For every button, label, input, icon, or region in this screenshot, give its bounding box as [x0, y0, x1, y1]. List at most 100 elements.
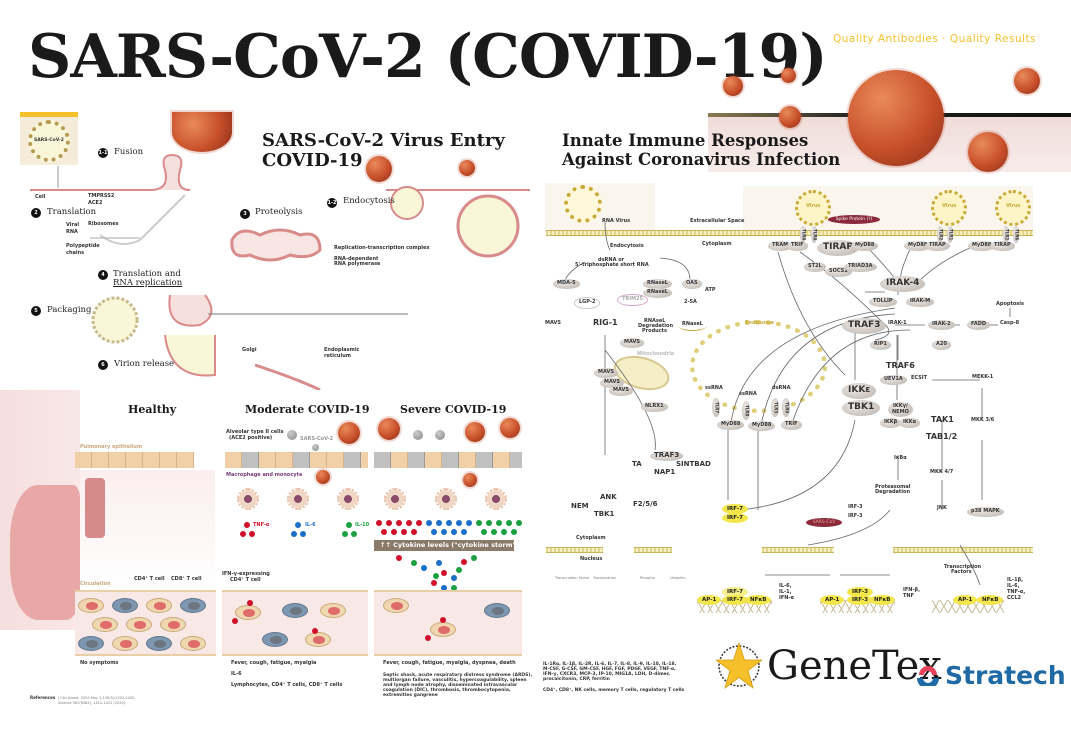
rdrp-label: RNA-dependent — [334, 256, 379, 262]
node-irf3: IRF-3 — [848, 504, 863, 510]
virus-label: Virus — [806, 203, 821, 209]
node-ikba: IκBα — [894, 455, 907, 461]
sars-cov-2-virion — [20, 117, 78, 165]
node-nemo: IKKγ/NEMO — [888, 402, 913, 417]
cytokine-tnf-label: TNF-α — [253, 522, 270, 528]
tf-nfkb: NFκB — [869, 595, 896, 605]
node-myd88: MyD88 — [904, 241, 932, 251]
t-cell — [235, 605, 261, 620]
step-endocytosis: Endocytosis — [343, 196, 395, 206]
node-lgp2: LGP-2 — [574, 297, 601, 309]
node-ikka: IKKα — [899, 418, 921, 428]
node-tbk1: TBK1 — [594, 510, 615, 518]
step-badge: 3 — [240, 209, 250, 219]
node-irf7: IRF-7 — [722, 504, 748, 514]
t-cell — [262, 632, 288, 647]
node-mavs: MAVS — [609, 386, 633, 396]
node-myd88: MyD88 — [717, 420, 745, 430]
tf-nfkb: NFκB — [977, 595, 1004, 605]
moderate-marker: IL-6 — [231, 671, 242, 677]
cytokine-dot — [240, 531, 246, 537]
cytokine-il6-label: IL-6 — [305, 522, 316, 528]
atp-label: ATP — [705, 287, 716, 293]
dsrna-label: dsRNA — [772, 385, 791, 391]
node-tlr4: TLR4 — [800, 226, 807, 244]
t-cell — [180, 598, 206, 613]
step-badge: 4 — [98, 270, 108, 280]
polypeptide-label: Polypeptide — [66, 243, 100, 249]
node-tollip: TOLLIP — [869, 297, 897, 307]
node-rig1: RIG-1 — [593, 318, 618, 327]
legend-phospho: Phospho — [640, 576, 655, 580]
node-traf3: TRAF3 — [842, 318, 887, 334]
tf-irf7: IRF-7 — [722, 595, 748, 605]
node-traf6: TRAF6 — [886, 361, 915, 370]
endosome-label: Endosome — [745, 320, 775, 326]
apoptosis-label: Apoptosis — [996, 301, 1024, 307]
node-ecsit: ECSIT — [907, 374, 932, 384]
cytokine-dot — [346, 522, 352, 528]
tf-ap1: AP-1 — [820, 595, 845, 605]
genetex-logo-text: GeneTex — [767, 643, 942, 689]
node-tak1: TAK1 — [931, 415, 954, 424]
step-proteolysis: Proteolysis — [255, 207, 303, 217]
node-rnasel: RNaseL — [643, 288, 672, 298]
cytokine-dot — [351, 531, 357, 537]
severe-markers: IL-1Rα, IL-1β, IL-2R, IL-6, IL-7, IL-8, … — [543, 662, 677, 667]
t-cell — [282, 603, 308, 618]
cytokine-il10-label: IL-10 — [355, 522, 370, 528]
tf-ap1: AP-1 — [697, 595, 722, 605]
transcription-label: Transcription — [944, 564, 982, 570]
severe-complications: multiorgan failure, vasculitis, hypercoa… — [383, 678, 527, 683]
rna-virus — [564, 185, 602, 223]
virus-illustration — [459, 160, 475, 176]
reference: Science 367(6485), 1412-1413 (2020). — [58, 701, 127, 705]
node-rnasel: RNaseL — [643, 279, 672, 289]
t-cell — [320, 603, 346, 618]
node-jnk: JNK — [937, 505, 947, 511]
column-title-healthy: Healthy — [128, 403, 177, 416]
step-badge: 5 — [31, 306, 41, 316]
ifn-label-2: CD4⁺ T cell — [230, 577, 261, 583]
cell-label: Cell — [35, 194, 46, 200]
t-cell — [112, 636, 138, 651]
node-mkk47: MKK 4/7 — [930, 469, 954, 475]
vessel-moderate — [222, 590, 368, 656]
node-tirap: TIRAP — [925, 241, 950, 251]
virus-illustration — [172, 112, 232, 152]
cytokine-dot — [342, 531, 348, 537]
node-mavs: MAVS — [620, 338, 644, 348]
stratech-logo-text: Stratech — [945, 661, 1066, 690]
tf-ap1: AP-1 — [953, 595, 978, 605]
node-traf3: TRAF3 — [650, 451, 684, 461]
node-trif: TRIF — [781, 420, 802, 430]
moderate-symptoms: Fever, cough, fatigue, myalgia — [231, 660, 317, 666]
step-badge: 1-1 — [98, 148, 108, 158]
legend-translocation: Translocation — [593, 576, 617, 580]
promoter-output: IL-6, — [779, 583, 792, 589]
node-ank: ANK — [600, 493, 617, 501]
promoter-output: IL-1, — [779, 589, 792, 595]
reference: J Clin Invest. 2020 May 1;130(5):2202-22… — [58, 696, 136, 700]
golgi-label: Golgi — [242, 347, 257, 353]
virus-illustration — [378, 418, 400, 440]
tmprss2-label: TMPRSS2 — [88, 193, 115, 199]
node-irf3: IRF-3 — [848, 513, 863, 519]
node-casp8: Casp-8 — [1000, 320, 1020, 326]
cytokine-dot — [300, 531, 306, 537]
node-myd88: MyD88 — [748, 421, 776, 431]
cytokine-dot — [249, 531, 255, 537]
node-ikke: IKKε — [842, 383, 877, 399]
severe-complications: Septic shock, acute respiratory distress… — [383, 673, 533, 678]
t-cell — [180, 636, 206, 651]
sars-cov-protein: SARS-CoV — [806, 518, 842, 527]
node-tlr4: TLR4 — [811, 226, 818, 244]
nuclear-membrane — [634, 547, 672, 553]
node-mekk1: MEKK-1 — [972, 374, 994, 380]
t-cell — [78, 598, 104, 613]
step-translation-replication-2: RNA replication — [113, 278, 183, 288]
tf-irf3: IRF-3 — [847, 587, 873, 597]
severe-complications: and lymph node atrophy, disseminated int… — [383, 683, 518, 688]
node-tab12: TAB1/2 — [926, 432, 958, 441]
node-tirap: TIRAP — [990, 241, 1015, 251]
